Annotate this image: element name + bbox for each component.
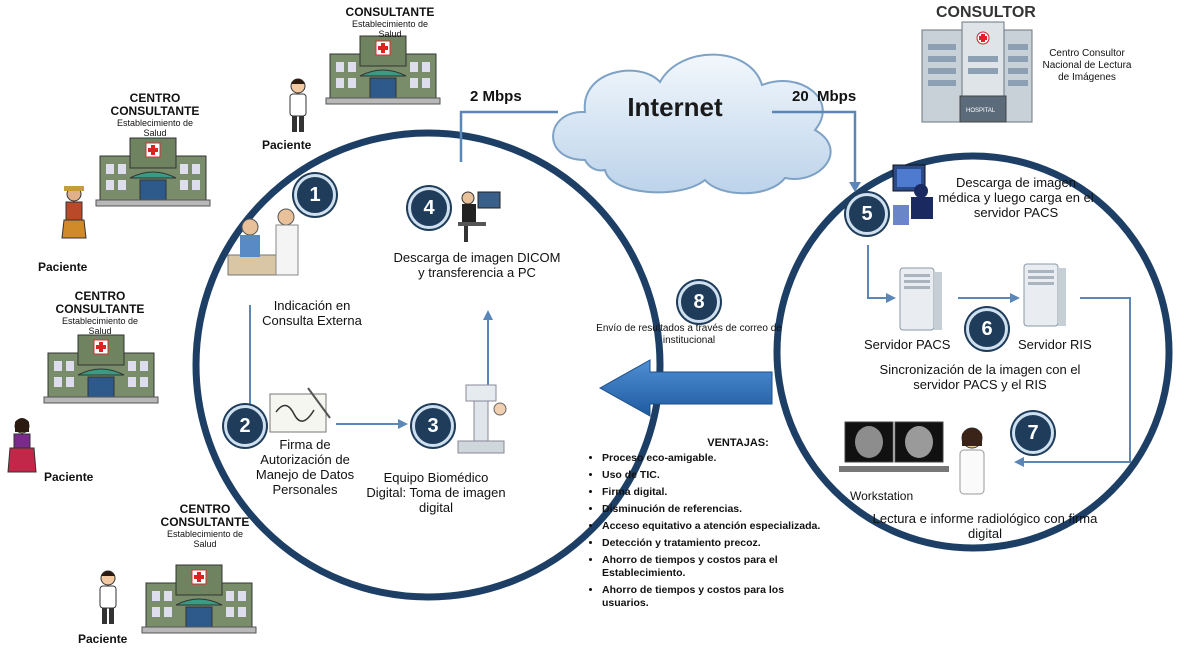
- building-icon: [325, 35, 441, 105]
- step-2-badge: 2: [224, 405, 266, 447]
- ventaja-item: Proceso eco-amigable.: [602, 452, 828, 465]
- step-5-label: Descarga de imagen médica y luego carga …: [938, 175, 1094, 220]
- ventajas-title: VENTAJAS:: [707, 437, 769, 449]
- internet-cloud-icon: [552, 53, 832, 195]
- step-1-badge: 1: [294, 174, 336, 216]
- center-top-label: CONSULTANTE Establecimiento de Salud: [310, 5, 470, 40]
- center-subtitle: Establecimiento de Salud: [166, 529, 244, 549]
- patient-icon: [289, 78, 307, 132]
- ventajas-panel: VENTAJAS: Proceso eco-amigable. Uso de T…: [588, 437, 828, 614]
- xray-equipment-icon: [457, 384, 507, 454]
- consultation-icon: [227, 208, 299, 276]
- center-title: CONSULTANTE: [345, 5, 435, 19]
- ventajas-list: Proceso eco-amigable. Uso de TIC. Firma …: [588, 452, 828, 610]
- ventaja-item: Firma digital.: [602, 486, 828, 499]
- step-7-badge: 7: [1012, 412, 1054, 454]
- center-title: CENTRO CONSULTANTE: [110, 91, 200, 118]
- internet-label: Internet: [627, 92, 723, 122]
- patient-label: Paciente: [44, 470, 94, 484]
- center-title: CENTRO CONSULTANTE: [55, 289, 145, 316]
- step-2-label: Firma de Autorización de Manejo de Datos…: [255, 437, 355, 497]
- hospital-icon: [921, 21, 1033, 123]
- doctor-icon: [959, 427, 985, 495]
- center-left-1-label: CENTRO CONSULTANTE Establecimiento de Sa…: [90, 91, 220, 139]
- right-speed-label: 20 Mbps: [792, 88, 857, 105]
- computer-user-icon: [458, 191, 501, 242]
- step-5-badge: 5: [846, 193, 888, 235]
- hospital-sign: HOSPITAL: [966, 108, 996, 114]
- workstation-icon: [839, 421, 949, 472]
- center-subtitle: Establecimiento de Salud: [61, 316, 139, 336]
- consultor-circle: [773, 152, 1173, 552]
- patient-label: Paciente: [78, 632, 128, 646]
- ventaja-item: Acceso equitativo a atención especializa…: [602, 520, 828, 533]
- pacs-label: Servidor PACS: [864, 337, 951, 352]
- workstation-label: Workstation: [850, 489, 914, 503]
- patient-icon: [99, 570, 117, 624]
- server-icon: [899, 267, 943, 331]
- step-6-badge: 6: [966, 308, 1008, 350]
- ventaja-item: Disminución de referencias.: [602, 503, 828, 516]
- step-1-label: Indicación en Consulta Externa: [262, 298, 362, 328]
- step-4-badge: 4: [408, 187, 450, 229]
- patient-label: Paciente: [38, 260, 88, 274]
- ventaja-item: Uso de TIC.: [602, 469, 828, 482]
- step-8-badge: 8: [678, 281, 720, 323]
- consultor-title: CONSULTOR: [936, 4, 1036, 21]
- building-icon: [43, 334, 159, 404]
- ventaja-item: Detección y tratamiento precoz.: [602, 537, 828, 550]
- left-speed-label: 2 Mbps: [470, 88, 522, 105]
- server-icon: [1023, 263, 1067, 327]
- building-icon: [95, 137, 211, 207]
- radiologist-desk-icon: [892, 164, 933, 225]
- step-7-label: Lectura e informe radiológico con firma …: [872, 511, 1098, 541]
- building-icon: [141, 564, 257, 634]
- center-bottom-label: CENTRO CONSULTANTE Establecimiento de Sa…: [140, 502, 270, 550]
- consultante-circle: [192, 129, 664, 601]
- ris-label: Servidor RIS: [1018, 337, 1092, 352]
- step-6-label: Sincronización de la imagen con el servi…: [879, 362, 1081, 392]
- signature-icon: [269, 387, 331, 433]
- consultor-description: Centro Consultor Nacional de Lectura de …: [1042, 48, 1132, 83]
- patient-label: Paciente: [262, 138, 312, 152]
- patient-icon: [7, 418, 37, 473]
- step-3-label: Equipo Biomédico Digital: Toma de imagen…: [366, 470, 506, 515]
- step-8-label: Envío de resultados a través de correo d…: [596, 323, 782, 346]
- ventaja-item: Ahorro de tiempos y costos para el Estab…: [602, 554, 828, 580]
- patient-icon: [61, 186, 87, 239]
- ventaja-item: Ahorro de tiempos y costos para los usua…: [602, 584, 828, 610]
- center-left-2-label: CENTRO CONSULTANTE Establecimiento de Sa…: [40, 289, 160, 337]
- center-title: CENTRO CONSULTANTE: [160, 502, 250, 529]
- results-arrow: [598, 359, 773, 417]
- step-4-label: Descarga de imagen DICOM y transferencia…: [393, 250, 561, 280]
- center-subtitle: Establecimiento de Salud: [351, 19, 429, 39]
- step-3-badge: 3: [412, 405, 454, 447]
- center-subtitle: Establecimiento de Salud: [116, 118, 194, 138]
